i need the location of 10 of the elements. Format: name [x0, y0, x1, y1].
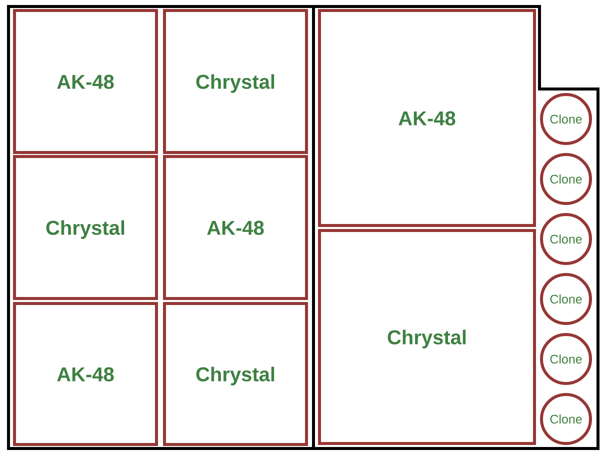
room-outline — [312, 5, 600, 450]
planting-bed: Chrystal — [318, 229, 536, 445]
planting-bed: AK-48 — [163, 155, 308, 300]
planting-bed: Chrystal — [13, 155, 158, 300]
planting-bed: AK-48 — [13, 302, 158, 446]
room-outline — [7, 5, 315, 450]
planting-bed: Chrystal — [163, 302, 308, 446]
planting-bed: AK-48 — [13, 9, 158, 154]
planting-bed: AK-48 — [318, 9, 536, 227]
planting-bed: Chrystal — [163, 9, 308, 154]
